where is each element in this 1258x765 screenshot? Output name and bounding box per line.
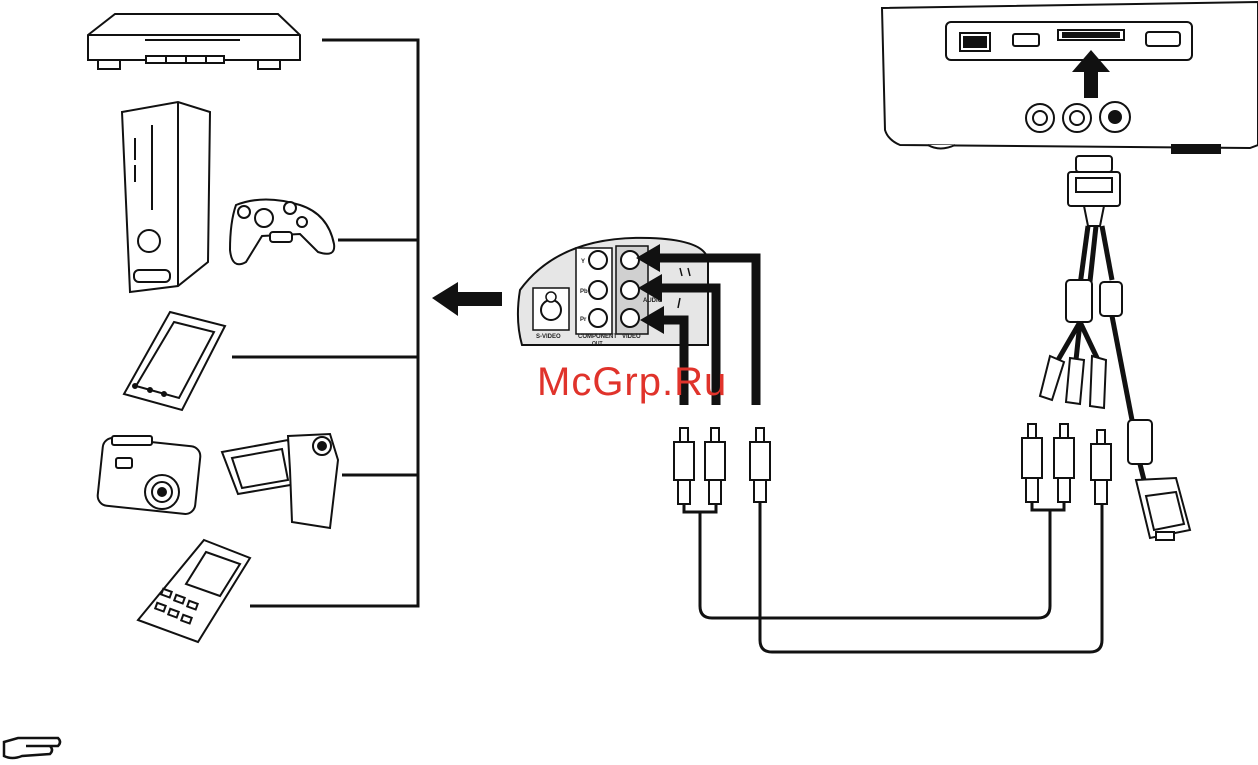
- av-cables: [684, 502, 1102, 652]
- projector-icon: [882, 2, 1258, 153]
- panel-label-y: Y: [581, 259, 585, 265]
- panel-label-pb: Pb: [580, 289, 588, 295]
- note-hand-icon: [4, 738, 60, 758]
- gamepad-icon: [230, 200, 334, 265]
- panel-label-out: OUT: [592, 341, 603, 347]
- panel-label-s-video: S-VIDEO: [536, 334, 561, 340]
- rca-plug-set-left: [674, 428, 770, 504]
- left-arrow-icon: [432, 282, 502, 316]
- digital-camera-icon: [97, 436, 202, 515]
- panel-label-pr: Pr: [580, 317, 587, 323]
- media-player-icon: [124, 312, 225, 410]
- rca-plug-set-right: [1022, 424, 1111, 504]
- panel-label-video: VIDEO: [622, 334, 641, 340]
- panel-label-component: COMPONENT: [578, 334, 617, 340]
- game-console-icon: [122, 102, 210, 292]
- camcorder-icon: [222, 434, 338, 528]
- mobile-phone-icon: [138, 540, 250, 642]
- watermark: McGrp.Ru: [537, 360, 727, 405]
- dvd-player-icon: [88, 14, 300, 69]
